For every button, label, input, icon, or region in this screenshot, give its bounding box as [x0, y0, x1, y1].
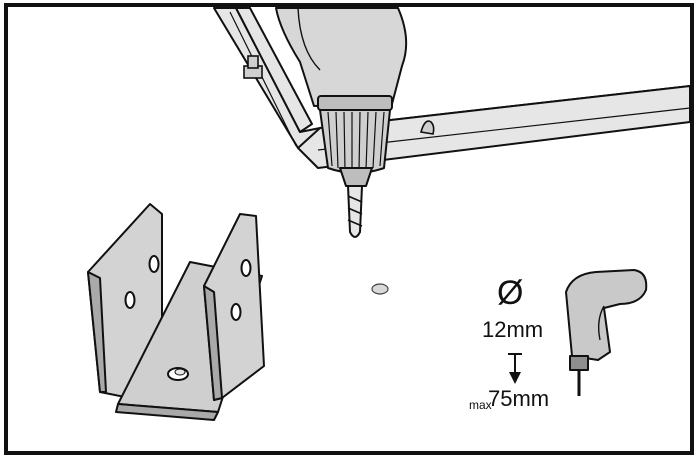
- chuck-ridges: [327, 111, 385, 172]
- drill-bit: [347, 185, 363, 238]
- depth-arrow-icon: [508, 353, 522, 384]
- drill-icon: [275, 7, 408, 238]
- table-frame: [213, 7, 691, 169]
- hole-mark: [371, 283, 389, 295]
- frame-bolt-right: [419, 120, 435, 135]
- small-drill-icon: [565, 269, 648, 396]
- frame-bolt-left: [243, 55, 263, 79]
- drill-depth-label: 75mm: [488, 386, 550, 411]
- drill-diameter-label: 12mm: [482, 317, 544, 342]
- depth-prefix-label: max: [469, 398, 492, 412]
- u-bracket: [87, 203, 265, 421]
- diameter-symbol: Ø: [497, 274, 524, 312]
